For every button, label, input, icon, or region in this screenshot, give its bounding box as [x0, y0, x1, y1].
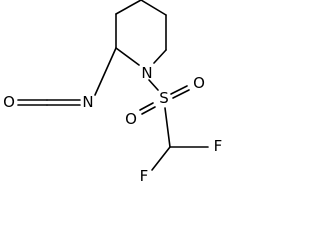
chemical-structure: N S O O F F N O	[3, 0, 222, 185]
piperidine-ring	[115, 0, 167, 66]
atom-sulfonyl-oxygen-right: O	[193, 74, 205, 92]
bond-s-cf2	[164, 107, 171, 148]
bond-c4-c5	[140, 0, 167, 16]
bond-s-o-left-a	[139, 102, 154, 111]
atom-isocyanate-nitrogen: N	[82, 93, 93, 111]
atom-fluorine-right: F	[214, 137, 223, 155]
bond-s-o-right-b	[172, 89, 190, 99]
difluoromethyl-group	[151, 146, 209, 171]
bond-s-o-right-a	[170, 85, 188, 95]
isocyanate-group	[17, 47, 117, 106]
atom-labels: N S O O F F N O	[3, 64, 222, 185]
bond-c6-n1	[153, 49, 167, 64]
bond-c-f-bottom	[151, 146, 171, 171]
atom-fluorine-bottom: F	[140, 167, 149, 185]
bond-n1-s	[148, 79, 159, 91]
bond-c3-c4	[115, 0, 142, 15]
bond-n1-c2	[115, 47, 140, 66]
atom-sulfonyl-oxygen-left: O	[125, 110, 137, 128]
atom-sulfur: S	[159, 89, 169, 107]
atom-isocyanate-oxygen: O	[3, 93, 15, 111]
bond-s-o-left-b	[141, 106, 156, 115]
atom-ring-nitrogen: N	[141, 64, 152, 82]
sulfonyl-group	[139, 79, 190, 148]
bond-c2-nco	[94, 47, 117, 96]
